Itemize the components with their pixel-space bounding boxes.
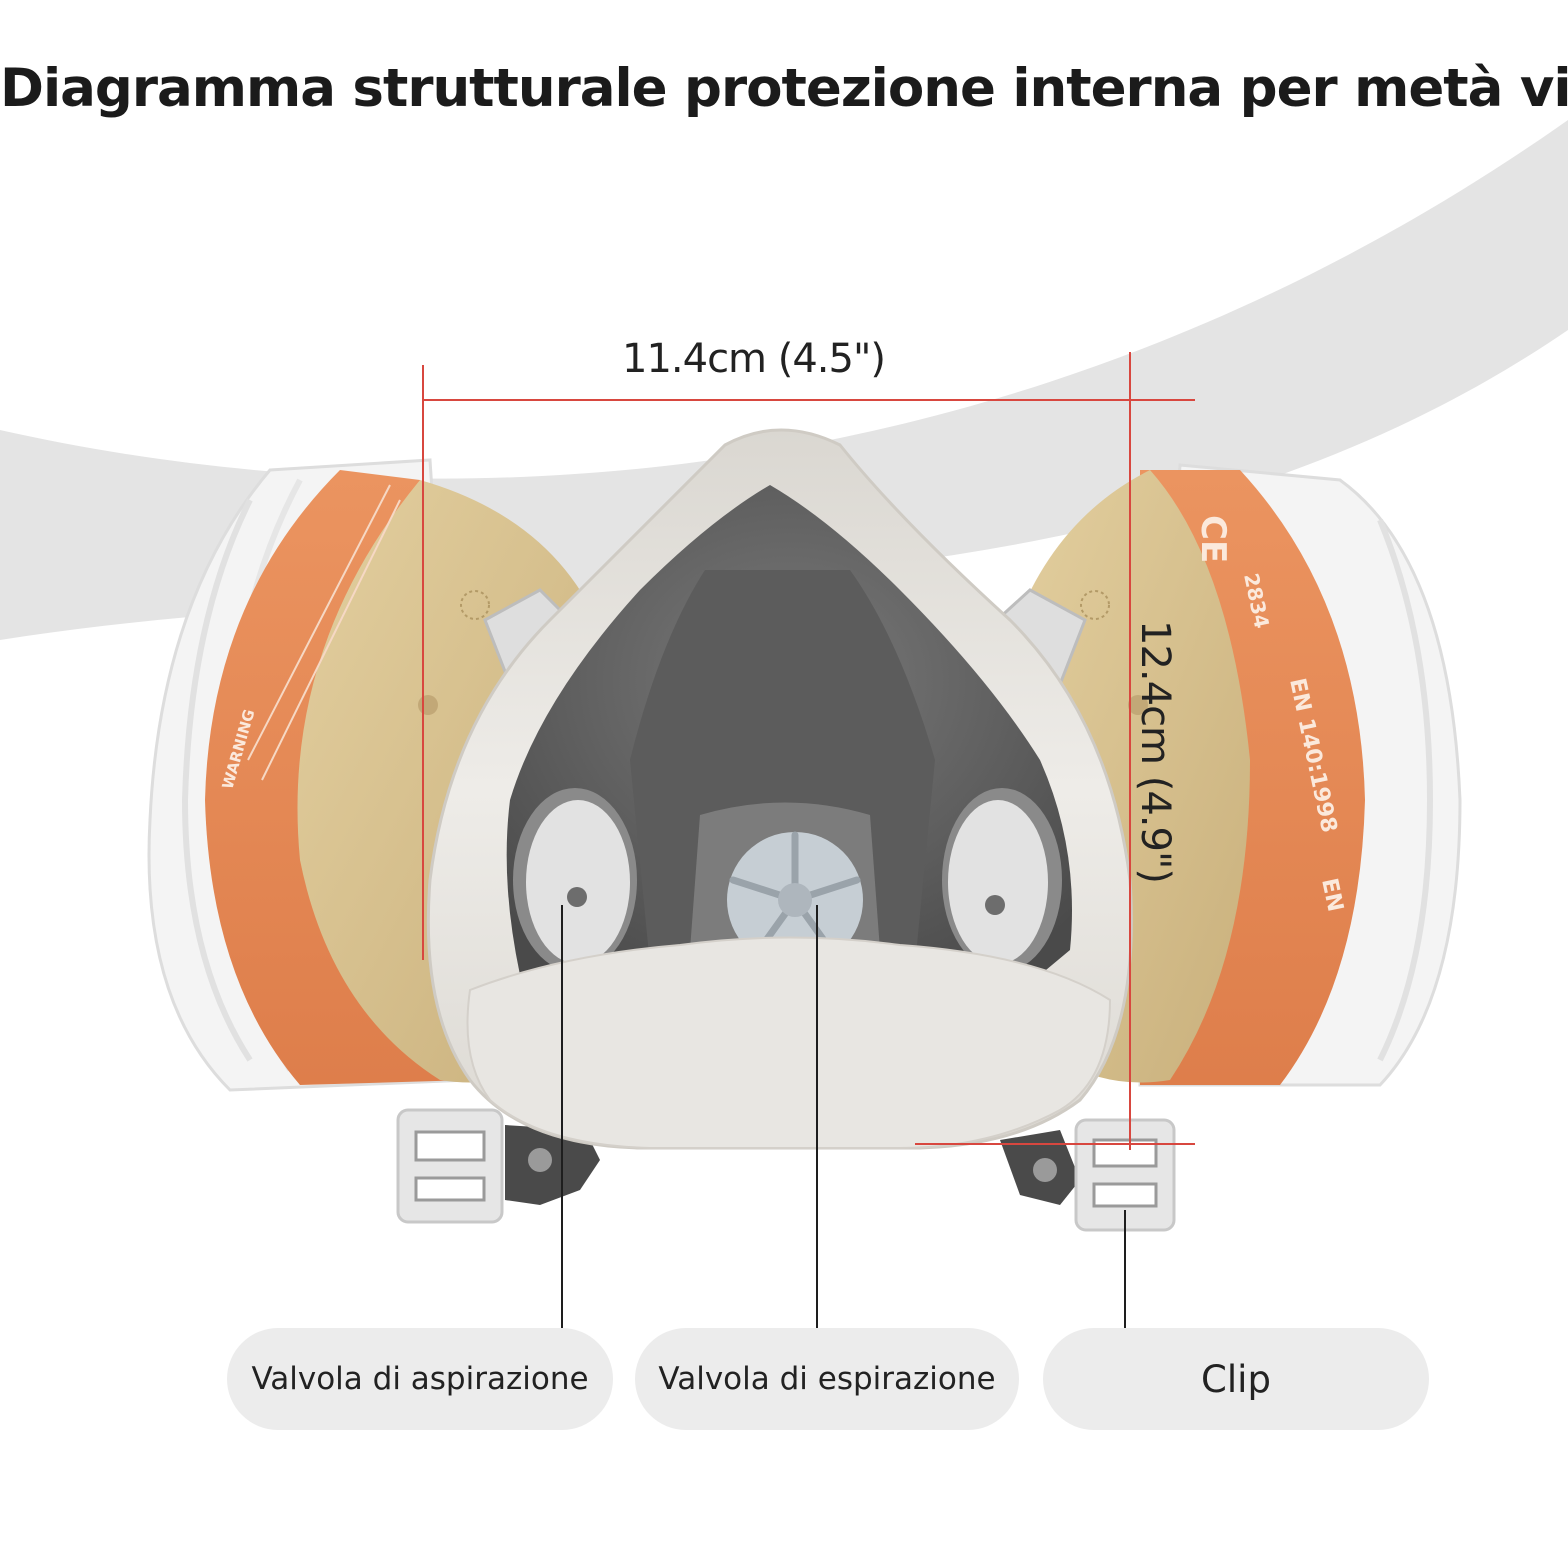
mask-chin xyxy=(466,936,1112,1149)
callout-clip: Clip xyxy=(1043,1328,1429,1430)
left-inhalation-valve xyxy=(513,788,637,972)
callout-inhalation-valve: Valvola di aspirazione xyxy=(227,1328,613,1430)
callout-exhalation-valve: Valvola di espirazione xyxy=(635,1328,1019,1430)
height-dimension-label: 12.4cm (4.9") xyxy=(1132,620,1178,883)
right-lower-clip xyxy=(1074,1118,1176,1232)
left-hinge xyxy=(505,1125,600,1205)
left-lower-clip xyxy=(396,1108,504,1224)
callout-leaders xyxy=(561,905,1126,1328)
callout-clip-label: Clip xyxy=(1201,1357,1271,1401)
width-dimension-label: 11.4cm (4.5") xyxy=(622,336,886,382)
exhalation-valve xyxy=(727,831,863,968)
callout-exhalation-label: Valvola di espirazione xyxy=(658,1361,996,1397)
diagram-title: Diagramma strutturale protezione interna… xyxy=(0,58,1568,119)
right-ce-mark: CE xyxy=(1193,515,1233,563)
callout-inhalation-label: Valvola di aspirazione xyxy=(251,1361,589,1397)
dimension-lines xyxy=(422,352,1195,1150)
right-inhalation-valve xyxy=(942,788,1062,972)
mask-body xyxy=(426,428,1133,1150)
